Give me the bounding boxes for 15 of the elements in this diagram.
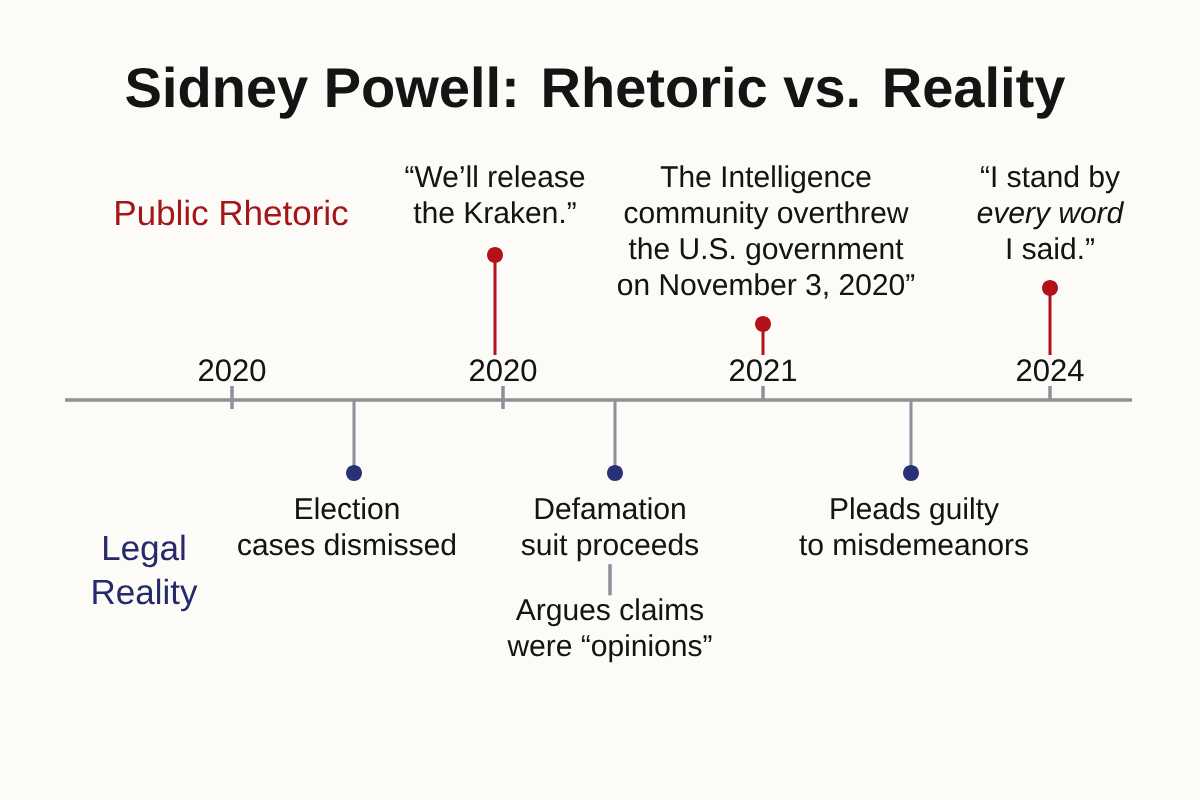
connector-line [608, 564, 612, 596]
year-label: 2024 [1017, 359, 1084, 382]
title: Sidney Powell: Rhetoric vs. Reality [126, 66, 1066, 119]
year-label: 2020 [199, 359, 266, 382]
row-label: Public Rhetoric [116, 199, 348, 226]
event-text: Defamation suit proceeds [521, 497, 699, 562]
row-label: Legal Reality [93, 534, 198, 612]
quote-text: “I stand by every word I said.” [977, 165, 1125, 260]
year-label: 2020 [470, 359, 537, 382]
quote-text: The Intelligence community overthrew the U.S. government on November 3, 2020” [618, 165, 915, 299]
event-text: Argues claims were “opinions” [507, 598, 712, 663]
year-label: 2021 [730, 359, 796, 382]
quote-text: “We’ll release the Kraken.” [405, 165, 585, 224]
event-text: Election cases dismissed [238, 497, 456, 556]
event-text: Pleads guilty to misdemeanors [799, 497, 1028, 556]
